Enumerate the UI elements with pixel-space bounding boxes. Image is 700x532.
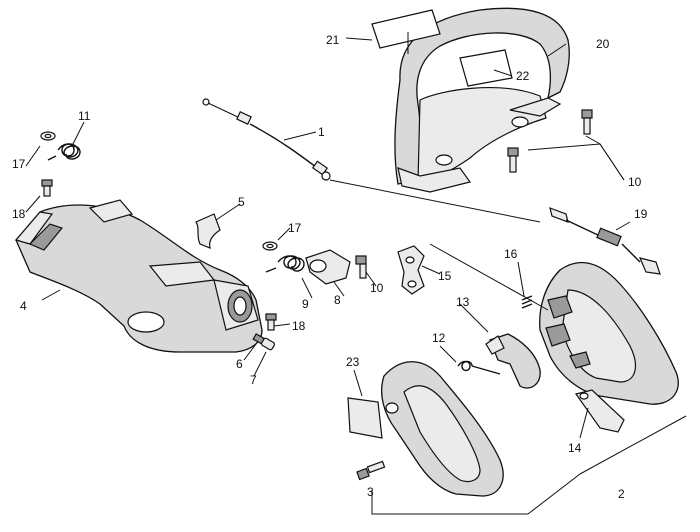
callout-5: 5 xyxy=(238,195,245,209)
clip-5 xyxy=(195,213,221,249)
plug-7 xyxy=(260,337,276,351)
spring-12 xyxy=(457,360,501,375)
switch-14 xyxy=(575,389,625,433)
callout-18-left: 18 xyxy=(12,207,26,221)
callout-19: 19 xyxy=(634,207,648,221)
callout-11: 11 xyxy=(78,109,91,123)
callout-1: 1 xyxy=(318,125,325,139)
callout-15: 15 xyxy=(438,269,452,283)
throttle-trigger-8 xyxy=(305,249,351,285)
callout-17-left: 17 xyxy=(12,157,26,171)
callout-22: 22 xyxy=(516,69,530,83)
callout-12: 12 xyxy=(432,331,446,345)
callout-17-middle: 17 xyxy=(288,221,302,235)
spring-11 xyxy=(47,143,81,161)
washer-17-left xyxy=(40,131,56,141)
label-sticker-22 xyxy=(459,49,513,87)
callout-13: 13 xyxy=(456,295,470,309)
washer-17-middle xyxy=(262,241,278,251)
callout-9: 9 xyxy=(302,297,309,311)
callout-8: 8 xyxy=(334,293,341,307)
screw-18-middle xyxy=(265,313,277,331)
screw-3 xyxy=(356,460,386,481)
bracket-15 xyxy=(397,245,425,295)
screw-10-lower xyxy=(507,147,519,173)
callout-18-middle: 18 xyxy=(292,319,306,333)
spring-9 xyxy=(265,255,305,273)
callout-23: 23 xyxy=(346,355,360,369)
screw-10-upper xyxy=(581,109,593,135)
callout-6: 6 xyxy=(236,357,243,371)
front-handle xyxy=(394,7,570,193)
trigger-lever-13 xyxy=(485,333,541,389)
callout-16: 16 xyxy=(504,247,518,261)
callout-7: 7 xyxy=(250,373,257,387)
callout-labels: 1 2 3 4 5 6 7 8 9 10 10 11 12 13 14 15 1… xyxy=(12,33,648,501)
rear-handle-body xyxy=(14,199,263,353)
callout-3: 3 xyxy=(367,485,374,499)
label-sticker-23 xyxy=(347,397,383,439)
callout-14: 14 xyxy=(568,441,582,455)
callout-10-middle: 10 xyxy=(370,281,384,295)
callout-2: 2 xyxy=(618,487,625,501)
label-sticker-21 xyxy=(371,9,441,49)
screw-10-middle xyxy=(355,255,367,279)
throttle-cable xyxy=(202,98,331,181)
callout-10-handle: 10 xyxy=(628,175,642,189)
callout-4: 4 xyxy=(20,299,27,313)
callout-20: 20 xyxy=(596,37,610,51)
ignition-cable xyxy=(549,207,661,275)
handle-half-3 xyxy=(381,361,504,497)
callout-21: 21 xyxy=(326,33,340,47)
handle-half-2 xyxy=(539,261,679,405)
leader-lines xyxy=(25,32,687,515)
screw-18-left xyxy=(41,179,53,197)
